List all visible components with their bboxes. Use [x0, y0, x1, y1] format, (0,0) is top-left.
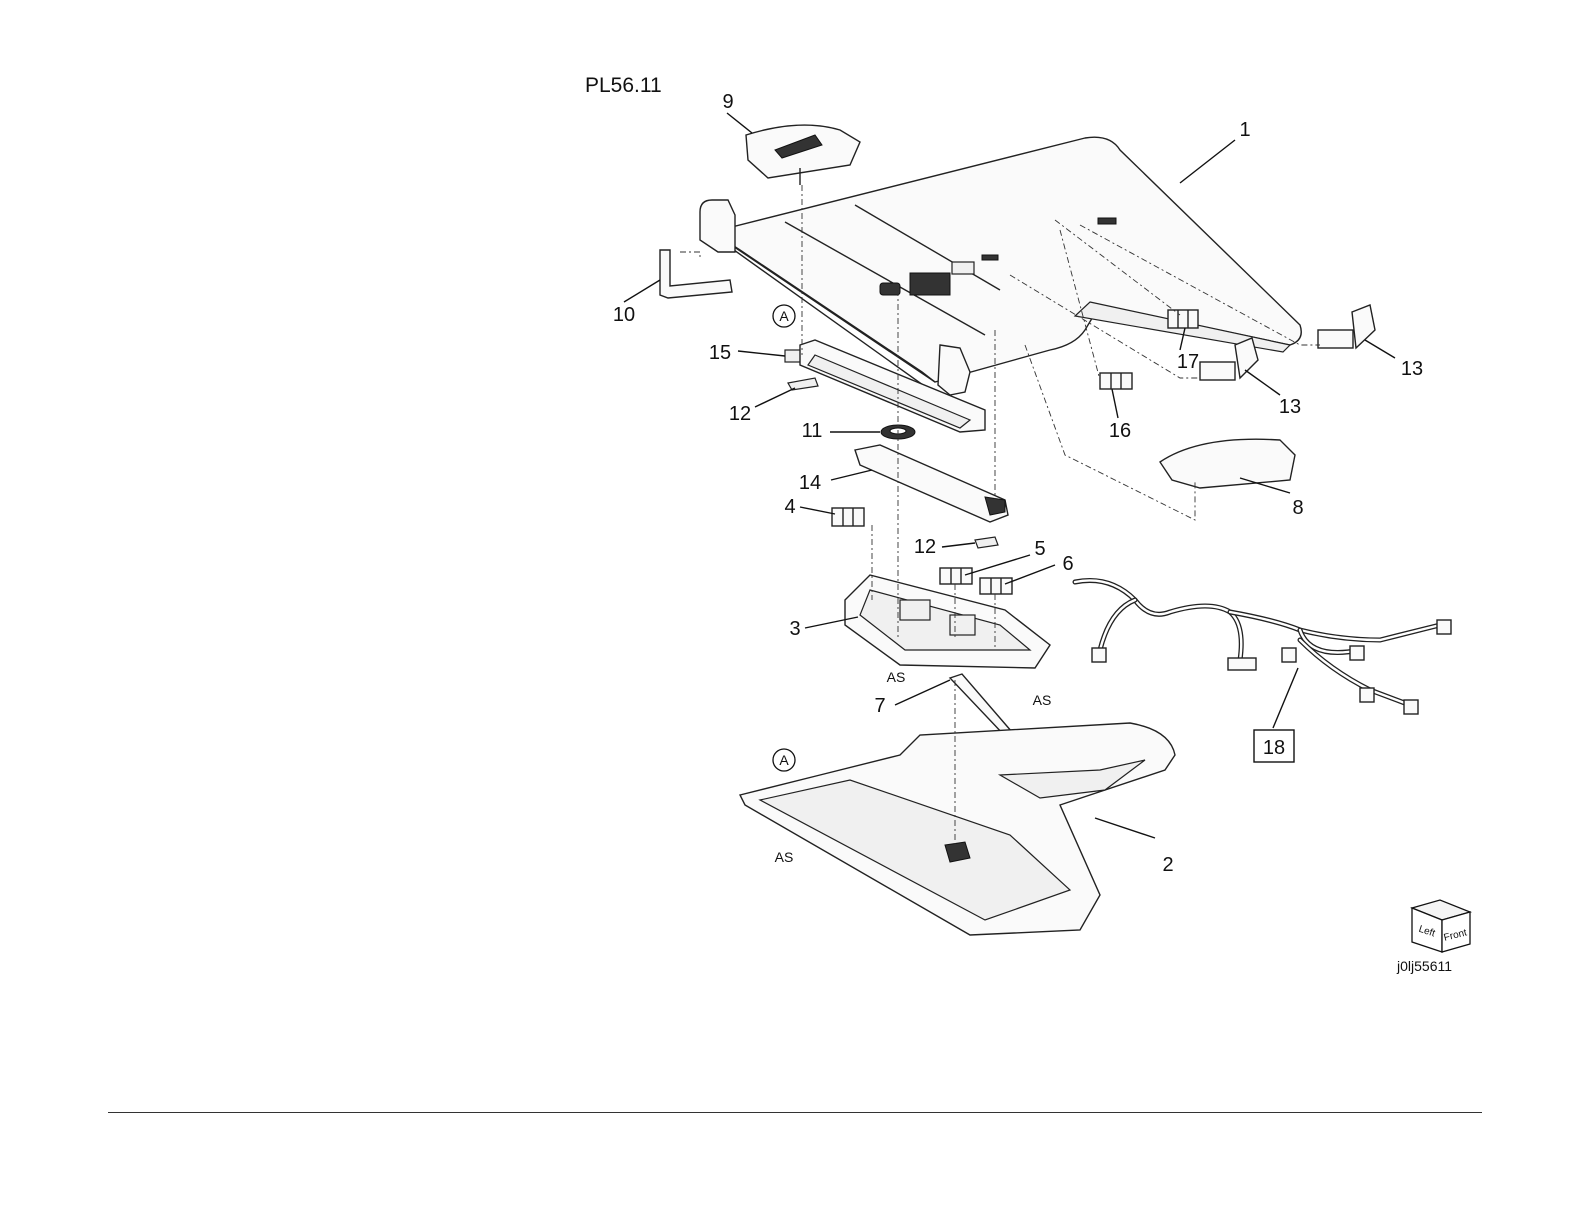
callout-3: 3	[789, 618, 800, 640]
callout-2: 2	[1162, 854, 1173, 876]
part-12-tab-upper[interactable]	[788, 378, 818, 390]
part-16-sensor[interactable]	[1100, 373, 1132, 389]
part-17-sensor[interactable]	[1168, 310, 1198, 328]
part-6-sensor[interactable]	[980, 578, 1012, 594]
callout-10: 10	[613, 304, 635, 326]
as-label-1: AS	[887, 669, 906, 685]
as-label-2: AS	[1033, 692, 1052, 708]
callout-12-lower: 12	[914, 536, 936, 558]
callout-12-upper: 12	[729, 403, 751, 425]
callout-1: 1	[1239, 119, 1250, 141]
ref-marker-a-lower: A	[773, 749, 795, 771]
callout-18-boxed: 18	[1254, 730, 1294, 762]
part-14-guide[interactable]	[855, 445, 1008, 522]
part-10-bracket[interactable]	[660, 250, 732, 298]
callout-14: 14	[799, 472, 821, 494]
orientation-cube: Left Front	[1412, 900, 1470, 952]
part-7-spring[interactable]	[950, 674, 1012, 736]
as-label-3: AS	[775, 849, 794, 865]
callout-11: 11	[802, 420, 823, 442]
callout-6: 6	[1062, 553, 1073, 575]
callout-5: 5	[1034, 538, 1045, 560]
callout-16: 16	[1109, 420, 1131, 442]
ref-marker-a-upper: A	[773, 305, 795, 327]
part-2-base-tray[interactable]	[740, 723, 1175, 935]
callout-17: 17	[1177, 351, 1199, 373]
callout-4: 4	[784, 496, 795, 518]
svg-text:A: A	[779, 308, 789, 324]
callout-7: 7	[874, 695, 885, 717]
part-5-sensor[interactable]	[940, 568, 972, 584]
part-12-tab-lower[interactable]	[975, 537, 998, 548]
callout-9: 9	[722, 91, 733, 113]
part-4-sensor[interactable]	[832, 508, 864, 526]
part-9-cover-cap[interactable]	[746, 125, 860, 185]
part-18-harness[interactable]	[1075, 580, 1451, 714]
callout-15: 15	[709, 342, 731, 364]
callout-13-lower: 13	[1279, 396, 1301, 418]
svg-text:18: 18	[1263, 737, 1285, 759]
part-8-cover[interactable]	[1160, 439, 1295, 488]
svg-text:A: A	[779, 752, 789, 768]
callout-8: 8	[1292, 497, 1303, 519]
part-3-bracket[interactable]	[845, 575, 1050, 668]
callout-13-upper: 13	[1401, 358, 1423, 380]
